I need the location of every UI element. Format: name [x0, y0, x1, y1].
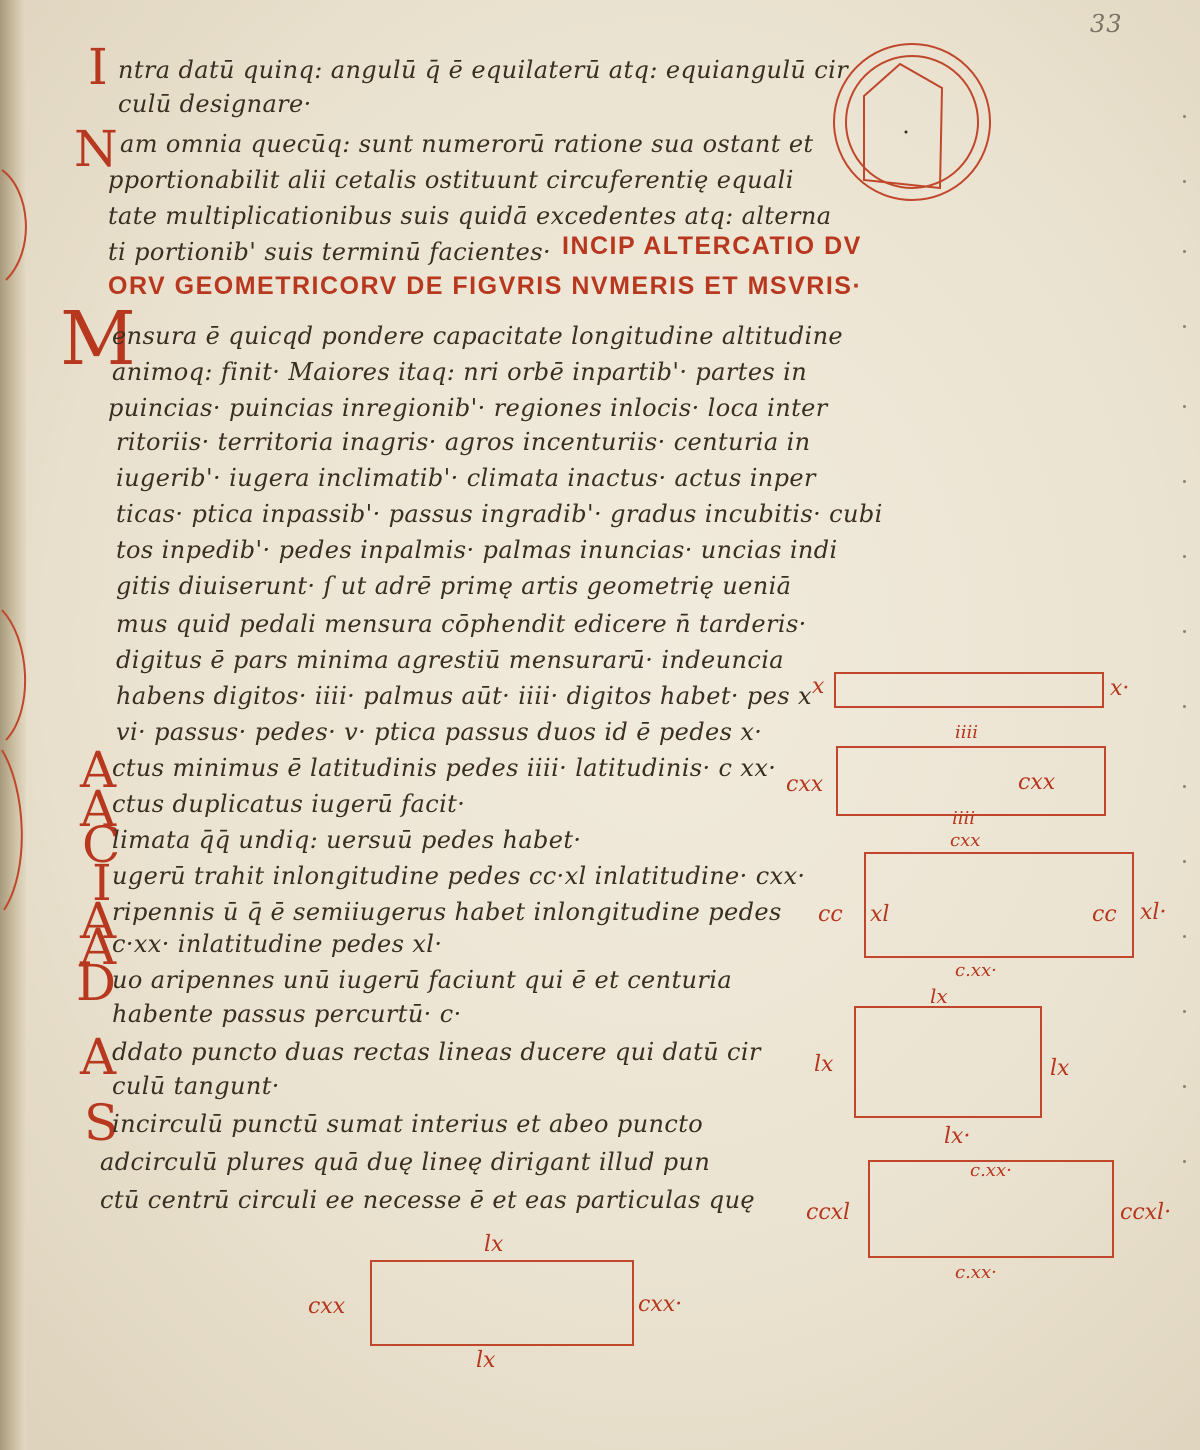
diagram-label: cxx [1018, 770, 1056, 795]
diagram-label: lx [814, 1052, 834, 1077]
initial-a: A [80, 741, 117, 799]
text-line: animoq: finit· Maiores itaq: nri orbē in… [112, 358, 808, 386]
diagram-label: xl· [1140, 900, 1167, 925]
text-line: ripennis ū q̄ ē semiiugerus habet inlong… [112, 898, 782, 926]
diagram-label: cxx [786, 772, 824, 797]
text-line: uo aripennes unū iugerū faciunt qui ē et… [112, 966, 733, 994]
text-line: ticas· ptica inpassib'· passus ingradib'… [116, 500, 883, 528]
folio-number: 33 [1090, 10, 1123, 38]
pricking-mark [1183, 180, 1186, 183]
initial-c: C [82, 816, 121, 874]
initial-a: A [80, 892, 117, 950]
pricking-mark [1183, 325, 1186, 328]
text-line: iugerib'· iugera inclimatib'· climata in… [116, 464, 816, 492]
text-line: limata q̄q̄ undiq: uersuū pedes habet· [112, 826, 582, 854]
rubric-line: INCIP ALTERCATIO DV [562, 232, 862, 260]
pentagon-in-circle-figure [833, 43, 991, 201]
text-line: ti portionib' suis terminū facientes· [108, 238, 551, 266]
facing-page-arcs [1, 169, 27, 911]
pricking-mark [1183, 1160, 1186, 1163]
rubric-line: ORV GEOMETRICORV DE FIGVRIS NVMERIS ET M… [108, 272, 863, 300]
pricking-mark [1183, 480, 1186, 483]
diagram-label: x [812, 674, 825, 699]
text-line: ritoriis· territoria inagris· agros ince… [116, 428, 811, 456]
pricking-mark [1183, 115, 1186, 118]
initial-a: A [80, 780, 117, 838]
text-line: puincias· puincias inregionib'· regiones… [108, 394, 828, 422]
text-line: digitus ē pars minima agrestiū mensurarū… [116, 646, 784, 674]
pricking-mark [1183, 860, 1186, 863]
text-line: ugerū trahit inlongitudine pedes cc·xl i… [112, 862, 806, 890]
diagram-label: cc [1092, 902, 1117, 927]
text-line: c·xx· inlatitudine pedes xl· [112, 930, 443, 958]
text-line: gitis diuiserunt· ſ ut adrē primę artis … [116, 572, 792, 600]
diagram-label: lx [476, 1348, 496, 1373]
text-line: ctus duplicatus iugerū facit· [112, 790, 466, 818]
diagram-label: cc [818, 902, 843, 927]
text-line: adcirculū plures quā duę lineę dirigant … [100, 1148, 711, 1176]
text-line: ddato puncto duas rectas lineas ducere q… [112, 1038, 761, 1066]
text-line: incirculū punctū sumat interius et abeo … [112, 1110, 704, 1138]
rectangle-diagram [370, 1260, 634, 1346]
pricking-mark [1183, 785, 1186, 788]
diagram-label: c.xx· [955, 960, 997, 981]
text-line: culū designare· [118, 90, 312, 118]
diagram-label: cxx [950, 830, 981, 851]
text-line: ntra datū quinq: angulū q̄ ē equilaterū … [118, 56, 849, 84]
diagram-label: c.xx· [955, 1262, 997, 1283]
rectangle-diagram [854, 1006, 1042, 1118]
pricking-mark [1183, 630, 1186, 633]
text-line: tos inpedib'· pedes inpalmis· palmas inu… [116, 536, 838, 564]
pricking-mark [1183, 1010, 1186, 1013]
pricking-mark [1183, 1085, 1186, 1088]
text-line: mus quid pedali mensura cōphendit edicer… [116, 610, 807, 638]
diagram-label: cxx· [638, 1292, 683, 1317]
diagram-label: cxx [308, 1294, 346, 1319]
pricking-mark [1183, 250, 1186, 253]
initial-a: A [80, 918, 117, 976]
diagram-label: ccxl [806, 1200, 851, 1225]
binding-gutter [0, 0, 26, 1450]
rectangle-diagram [868, 1160, 1114, 1258]
diagram-label: c.xx· [970, 1160, 1012, 1181]
diagram-label: lx [484, 1232, 504, 1257]
pricking-mark [1183, 405, 1186, 408]
diagram-label: ccxl· [1120, 1200, 1172, 1225]
text-line: pportionabilit alii cetalis ostituunt ci… [108, 166, 794, 194]
initial-s: S [84, 1094, 119, 1152]
text-line: tate multiplicationibus suis quidā exced… [108, 202, 832, 230]
text-line: habens digitos· iiii· palmus aūt· iiii· … [116, 682, 812, 710]
rectangle-diagram [834, 672, 1104, 708]
diagram-label: lx· [944, 1124, 971, 1149]
text-line: ctus minimus ē latitudinis pedes iiii· l… [112, 754, 777, 782]
pricking-mark [1183, 935, 1186, 938]
pricking-mark [1183, 555, 1186, 558]
diagram-label: x· [1110, 676, 1130, 701]
initial-m: M [60, 296, 136, 382]
initial-i: I [92, 854, 112, 912]
initial-i: I [88, 38, 108, 96]
diagram-label: xl [870, 902, 890, 927]
initial-n: N [74, 120, 118, 178]
diagram-label: lx [930, 984, 948, 1008]
pricking-mark [1183, 705, 1186, 708]
text-line: habente passus percurtū· c· [112, 1000, 462, 1028]
diagram-label: iiii [952, 808, 976, 829]
initial-d: D [76, 954, 117, 1012]
rectangle-diagram [864, 852, 1134, 958]
text-line: culū tangunt· [112, 1072, 280, 1100]
diagram-label: iiii [955, 722, 979, 743]
initial-a: A [80, 1028, 117, 1086]
text-line: ensura ē quicqd pondere capacitate longi… [112, 322, 844, 350]
rectangle-diagram [836, 746, 1106, 816]
diagram-label: lx [1050, 1056, 1070, 1081]
text-line: am omnia quecūq: sunt numerorū ratione s… [120, 130, 814, 158]
text-line: vi· passus· pedes· v· ptica passus duos … [116, 718, 763, 746]
text-line: ctū centrū circuli ee necesse ē et eas p… [100, 1186, 756, 1214]
